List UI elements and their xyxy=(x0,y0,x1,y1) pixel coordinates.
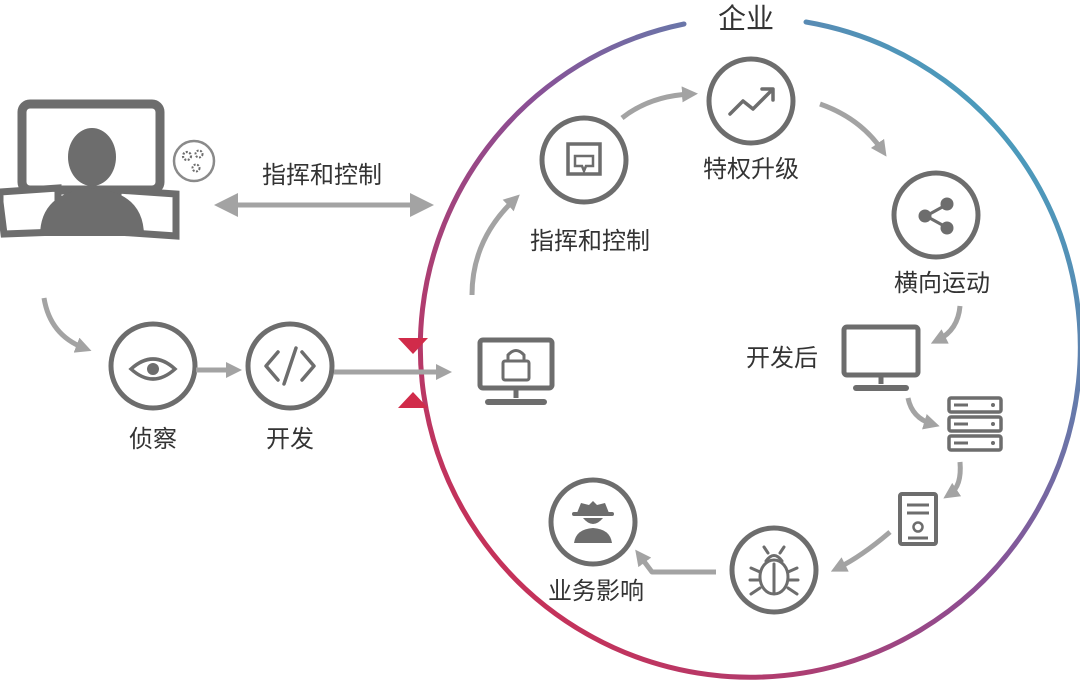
attacker-c2-link-label: 指挥和控制 xyxy=(262,161,382,189)
monitor-icon xyxy=(841,324,921,391)
enterprise-ring xyxy=(417,19,1080,680)
trend-up-icon xyxy=(728,87,775,116)
flow-arrow-workstation-to-recon xyxy=(41,297,92,353)
gears-icon xyxy=(172,139,216,183)
cycle-lateral-label: 横向运动 xyxy=(894,269,990,297)
stage-recon-label: 侦察 xyxy=(129,425,177,453)
share-icon xyxy=(918,197,954,235)
command-control-link-arrow xyxy=(214,193,434,217)
eye-icon xyxy=(128,357,178,381)
cycle-escalation-label: 特权升级 xyxy=(703,155,799,183)
flow-arrow-malware-to-impact xyxy=(635,549,716,575)
cycle-escalation-node xyxy=(706,56,796,146)
locked-monitor-icon xyxy=(477,337,555,405)
cycle-impact-node xyxy=(548,477,638,567)
code-icon xyxy=(264,346,316,386)
cycle-lateral-node xyxy=(891,170,981,260)
tower-pc-icon xyxy=(898,492,938,546)
stage-weaponize-label: 开发 xyxy=(266,425,314,453)
server-rack-icon xyxy=(947,396,1003,452)
stage-weaponize-node xyxy=(245,321,335,411)
bug-icon xyxy=(748,545,800,596)
flow-arrow-pc-to-malware xyxy=(830,530,892,572)
flow-arrow-c2-to-escalation xyxy=(620,86,698,120)
flow-arrow-target-to-c2 xyxy=(469,194,520,296)
ring-entry-arrow-top xyxy=(398,338,428,354)
stage-recon-node xyxy=(108,321,198,411)
cycle-malware-node xyxy=(729,525,819,615)
spy-icon xyxy=(572,501,614,543)
flow-arrow-lateral-to-post xyxy=(930,305,963,344)
enterprise-label: 企业 xyxy=(717,2,775,35)
cycle-c2-label: 指挥和控制 xyxy=(530,227,650,255)
attacker-workstation-icon xyxy=(0,99,180,240)
cycle-post-exploit-label: 开发后 xyxy=(746,344,818,372)
ring-entry-arrow-bottom xyxy=(398,392,428,408)
cycle-c2-node xyxy=(539,115,629,205)
flow-arrow-servers-to-pc xyxy=(943,461,963,499)
flow-arrow-post-to-servers xyxy=(905,397,940,430)
flow-arrow-escalation-to-lateral xyxy=(819,101,887,157)
cycle-impact-label: 业务影响 xyxy=(548,577,644,605)
